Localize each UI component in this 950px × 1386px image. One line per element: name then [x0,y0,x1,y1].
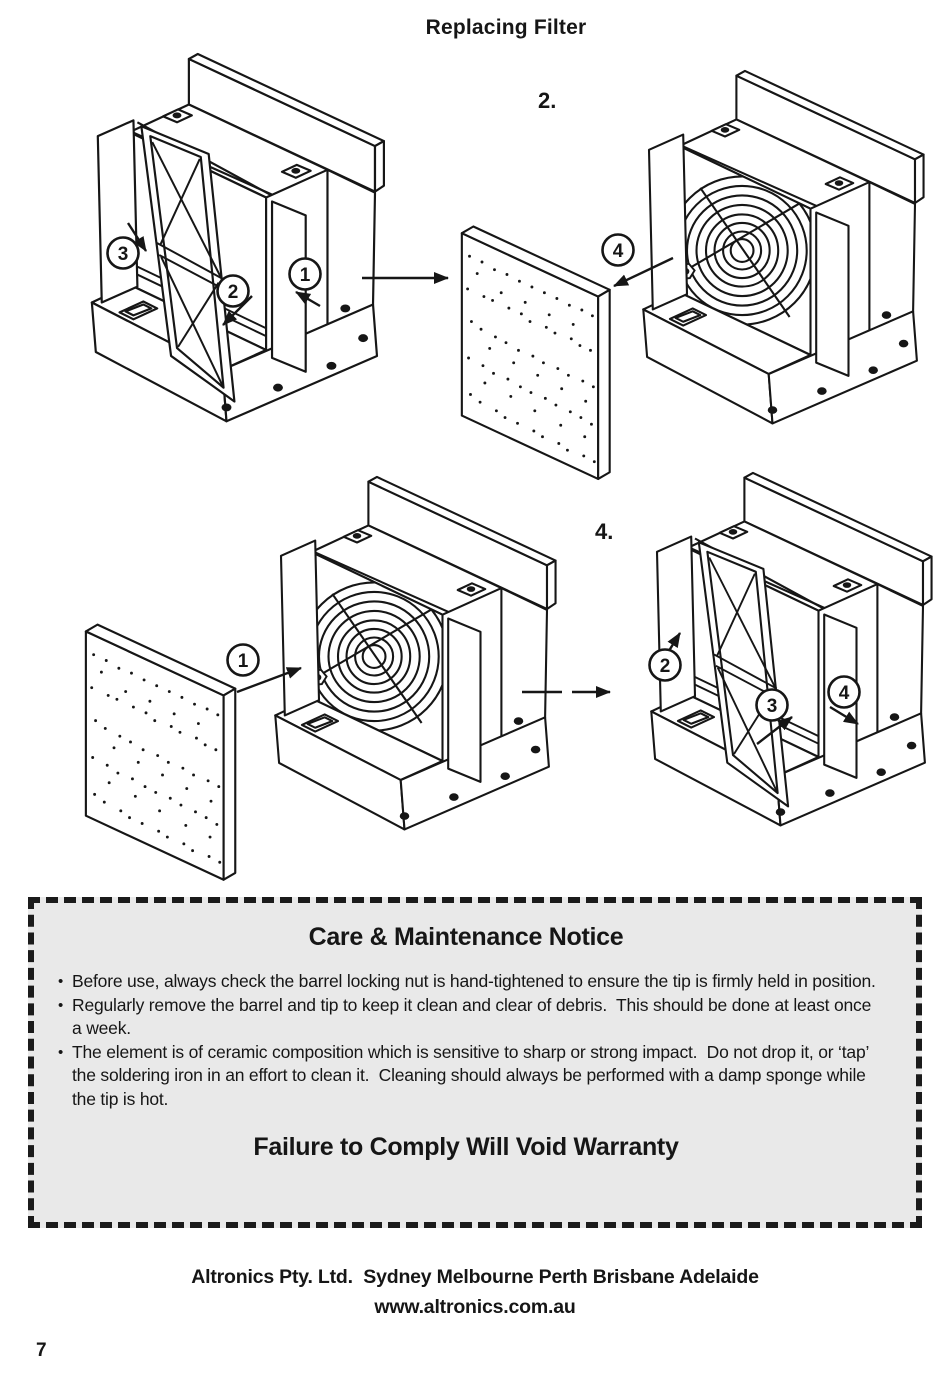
filter-pad-step3 [84,623,237,882]
notice-bullet: The element is of ceramic composition wh… [56,1041,876,1112]
figures-canvas: 2. 4. 3 2 1 4 1 2 3 4 [84,0,950,882]
website: www.altronics.com.au [374,1296,576,1318]
callout-1-step3: 1 [238,651,249,672]
notice-title: Care & Maintenance Notice [308,923,624,951]
filter-pad-step2 [460,225,612,481]
notice-bullet: Regularly remove the barrel and tip to k… [56,994,876,1041]
callout-4-step4: 4 [839,683,850,704]
callout-1-step1: 1 [300,265,311,286]
callout-badges: 3 2 1 4 1 2 3 4 [106,233,861,722]
page-title: Replacing Filter [425,16,587,39]
callout-3-step4: 3 [767,696,778,717]
step-2-label: 2. [538,88,556,113]
extractor-grille-open-step4 [651,473,931,825]
extractor-fan-exposed-step2 [643,71,923,423]
page-number: 7 [36,1340,47,1361]
leader-arrows [126,222,859,745]
callout-2-step1: 2 [228,282,239,303]
care-maintenance-notice: Care & Maintenance Notice Before use, al… [28,897,922,1228]
callout-2-step4: 2 [660,656,671,677]
notice-bullet: Before use, always check the barrel lock… [56,970,876,994]
company-line: Altronics Pty. Ltd. Sydney Melbourne Per… [191,1266,759,1288]
callout-4-step2: 4 [613,241,624,262]
notice-bullet-list: Before use, always check the barrel lock… [56,970,876,1111]
warranty-warning: Failure to Comply Will Void Warranty [253,1133,679,1161]
extractor-fan-exposed-step3 [275,477,555,829]
footer: Altronics Pty. Ltd. Sydney Melbourne Per… [0,1262,950,1322]
extractor-grille-open-step1 [92,54,384,421]
callout-3-step1: 3 [118,244,129,265]
step-4-label: 4. [595,519,613,544]
